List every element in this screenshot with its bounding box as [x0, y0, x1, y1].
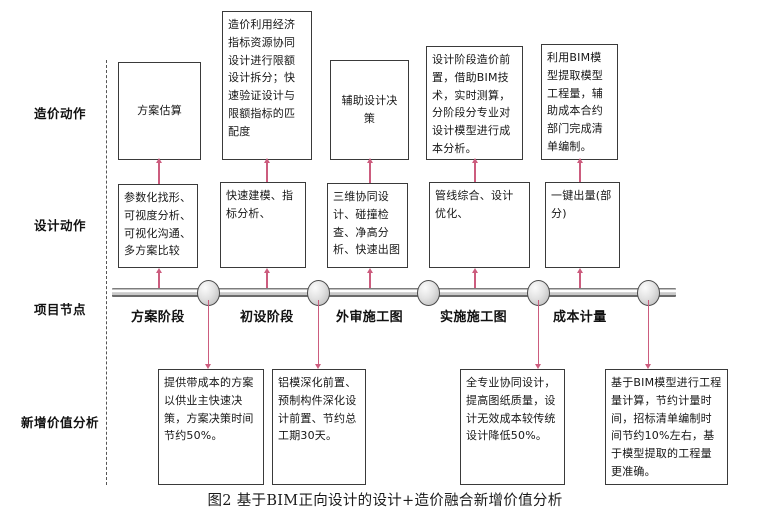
design-action-text-3: 三维协同设计、碰撞检查、净高分析、快速出图	[333, 190, 401, 257]
cost-action-text-3: 辅助设计决策	[341, 94, 398, 125]
design-action-box-1[interactable]: 参数化找形、可视度分析、可视化沟通、多方案比较	[118, 184, 198, 268]
row-label-cost-actions: 造价动作	[33, 106, 86, 121]
connector-design4-cost4	[474, 162, 476, 184]
connector-node1-design1	[158, 272, 160, 294]
arrowhead-down-2	[315, 364, 321, 369]
value-added-box-1[interactable]: 提供带成本的方案以供业主快速决策，方案决策时间节约50%。	[158, 369, 264, 485]
stage-label-3: 外审施工图	[336, 310, 404, 325]
arrowhead-up-2	[263, 158, 270, 163]
connector-design2-cost2	[266, 162, 268, 184]
design-action-box-3[interactable]: 三维协同设计、碰撞检查、净高分析、快速出图	[327, 183, 408, 268]
connector-node3-design3	[369, 272, 371, 294]
connector-node1-value1	[207, 300, 210, 366]
stage-label-4: 实施施工图	[440, 310, 508, 325]
arrowhead-up-10	[576, 268, 583, 273]
value-added-box-4[interactable]: 基于BIM模型进行工程量计算，节约计量时间，招标清单编制时间节约10%左右，基于…	[605, 369, 728, 485]
arrowhead-up-5	[576, 158, 583, 163]
connector-design3-cost3	[369, 162, 371, 184]
figure-caption: 图2 基于BIM正向设计的设计+造价融合新增价值分析	[207, 493, 563, 509]
value-added-box-3[interactable]: 全专业协同设计，提高图纸质量，设计无效成本较传统设计降低50%。	[460, 369, 565, 485]
design-action-text-2: 快速建模、指标分析、	[226, 189, 294, 220]
value-added-text-3: 全专业协同设计，提高图纸质量，设计无效成本较传统设计降低50%。	[466, 376, 556, 443]
connector-node5-value4	[647, 300, 650, 366]
cost-action-box-5[interactable]: 利用BIM模型提取模型工程量，辅助成本合约部门完成清单编制。	[541, 44, 618, 160]
arrowhead-up-8	[366, 268, 373, 273]
arrowhead-down-1	[205, 364, 211, 369]
design-action-box-5[interactable]: 一键出量(部分)	[545, 182, 620, 268]
cost-action-text-2: 造价利用经济指标资源协同设计进行限额设计拆分；快速验证设计与限额指标的匹配度	[228, 18, 296, 138]
milestone-node-3[interactable]	[417, 280, 440, 306]
cost-action-box-1[interactable]: 方案估算	[118, 62, 201, 160]
cost-action-box-2[interactable]: 造价利用经济指标资源协同设计进行限额设计拆分；快速验证设计与限额指标的匹配度	[222, 11, 312, 160]
arrowhead-up-6	[155, 268, 162, 273]
connector-node5-design5	[579, 272, 581, 294]
arrowhead-up-7	[263, 268, 270, 273]
row-label-project-milestones: 项目节点	[33, 302, 86, 317]
cost-action-box-4[interactable]: 设计阶段造价前置，借助BIM技术，实时测算，分阶段分专业对设计模型进行成本分析。	[426, 46, 523, 160]
arrowhead-up-1	[155, 158, 162, 163]
connector-node4-value3	[537, 300, 540, 366]
design-action-box-2[interactable]: 快速建模、指标分析、	[220, 182, 306, 268]
connector-node2-design2	[266, 272, 268, 294]
design-action-text-1: 参数化找形、可视度分析、可视化沟通、多方案比较	[124, 191, 192, 258]
connector-design1-cost1	[158, 162, 160, 184]
cost-action-box-3[interactable]: 辅助设计决策	[330, 60, 409, 160]
row-label-value-added: 新增价值分析	[20, 415, 99, 430]
connector-node2-value2	[317, 300, 320, 366]
arrowhead-up-4	[471, 158, 478, 163]
cost-action-text-1: 方案估算	[137, 104, 182, 118]
value-added-text-2: 铝模深化前置、预制构件深化设计前置、节约总工期30天。	[278, 376, 357, 443]
value-added-text-1: 提供带成本的方案以供业主快速决策，方案决策时间节约50%。	[164, 376, 254, 443]
value-added-text-4: 基于BIM模型进行工程量计算，节约计量时间，招标清单编制时间节约10%左右，基于…	[611, 376, 722, 479]
arrowhead-up-9	[471, 268, 478, 273]
left-dashed-rail	[106, 60, 107, 485]
design-action-text-5: 一键出量(部分)	[551, 189, 612, 220]
design-action-text-4: 管线综合、设计优化、	[435, 189, 514, 220]
cost-action-text-5: 利用BIM模型提取模型工程量，辅助成本合约部门完成清单编制。	[547, 51, 603, 154]
design-action-box-4[interactable]: 管线综合、设计优化、	[429, 182, 530, 268]
row-label-design-actions: 设计动作	[33, 218, 86, 233]
connector-node4-design4	[474, 272, 476, 294]
cost-action-text-4: 设计阶段造价前置，借助BIM技术，实时测算，分阶段分专业对设计模型进行成本分析。	[432, 53, 511, 156]
arrowhead-up-3	[366, 158, 373, 163]
connector-design5-cost5	[579, 162, 581, 184]
stage-label-2: 初设阶段	[240, 310, 294, 325]
stage-label-5: 成本计量	[553, 310, 607, 325]
stage-label-1: 方案阶段	[131, 310, 185, 325]
value-added-box-2[interactable]: 铝模深化前置、预制构件深化设计前置、节约总工期30天。	[272, 369, 366, 485]
arrowhead-down-4	[645, 364, 651, 369]
milestone-timeline-bar	[112, 288, 676, 297]
arrowhead-down-3	[535, 364, 541, 369]
